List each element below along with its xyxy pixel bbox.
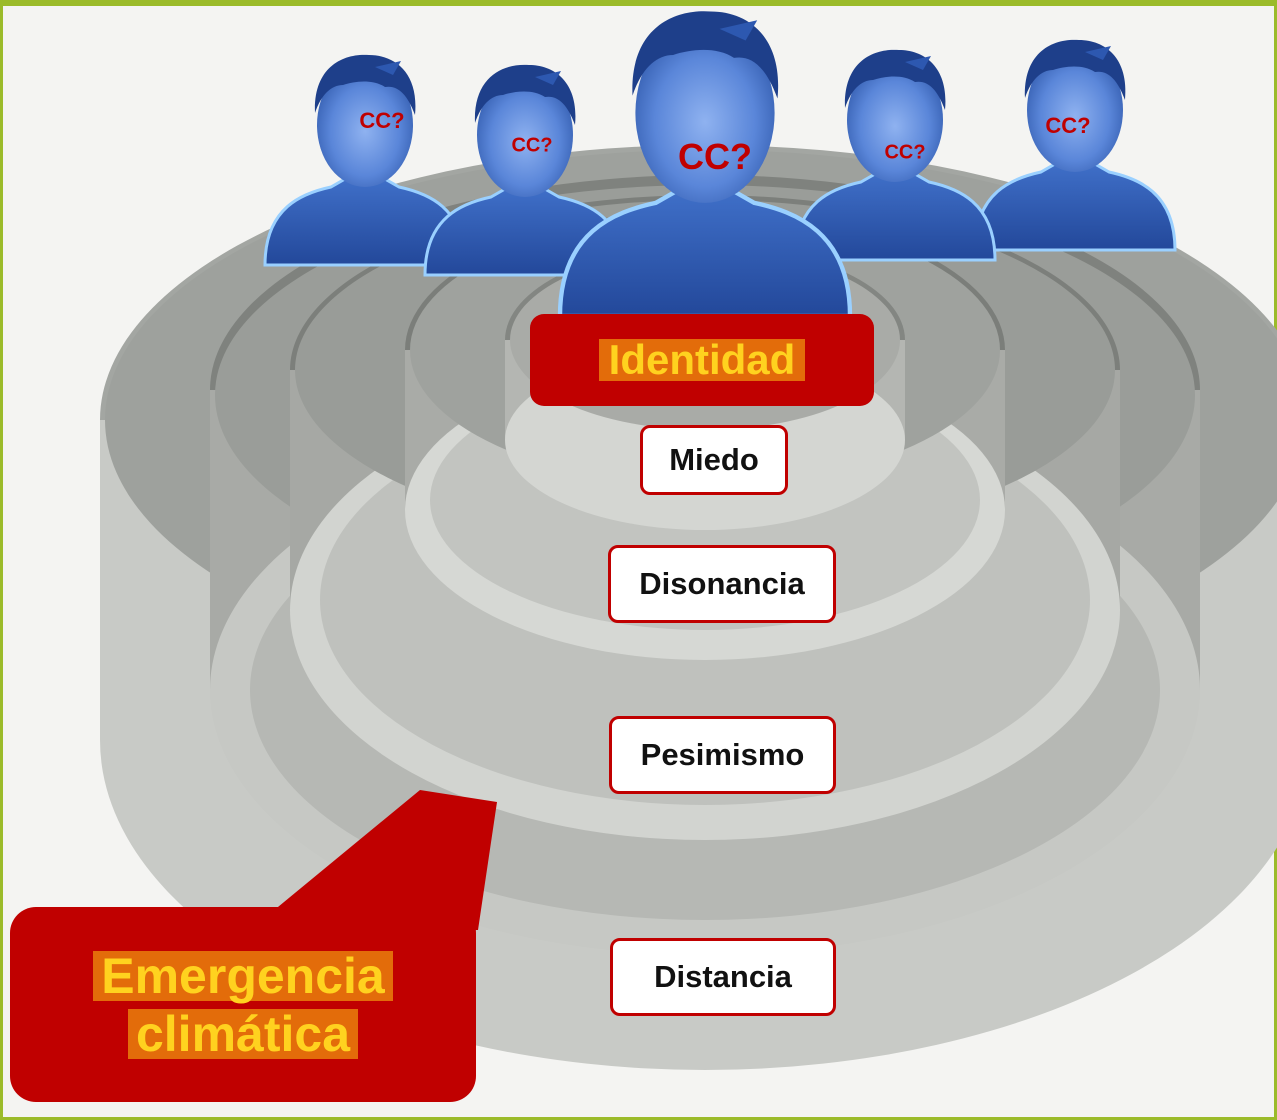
identidad-box: Identidad <box>530 314 874 406</box>
ring-label-disonancia: Disonancia <box>608 545 836 623</box>
callout-line-1: Emergencia <box>93 950 393 1001</box>
identidad-label: Identidad <box>598 339 806 381</box>
person-label: CC? <box>359 108 405 133</box>
ring-label-pesimismo: Pesimismo <box>609 716 836 794</box>
person-label: CC? <box>511 134 553 157</box>
callout-tail <box>250 790 497 930</box>
ring-label-distancia: Distancia <box>610 938 836 1016</box>
person-label: CC? <box>884 141 926 164</box>
person-label: CC? <box>678 136 752 177</box>
person-label: CC? <box>1045 113 1091 138</box>
person-icon <box>973 38 1177 252</box>
callout-line-2: climática <box>127 1008 358 1059</box>
emergencia-climatica-callout: Emergencia climática <box>10 907 476 1102</box>
ring-label-miedo: Miedo <box>640 425 788 495</box>
